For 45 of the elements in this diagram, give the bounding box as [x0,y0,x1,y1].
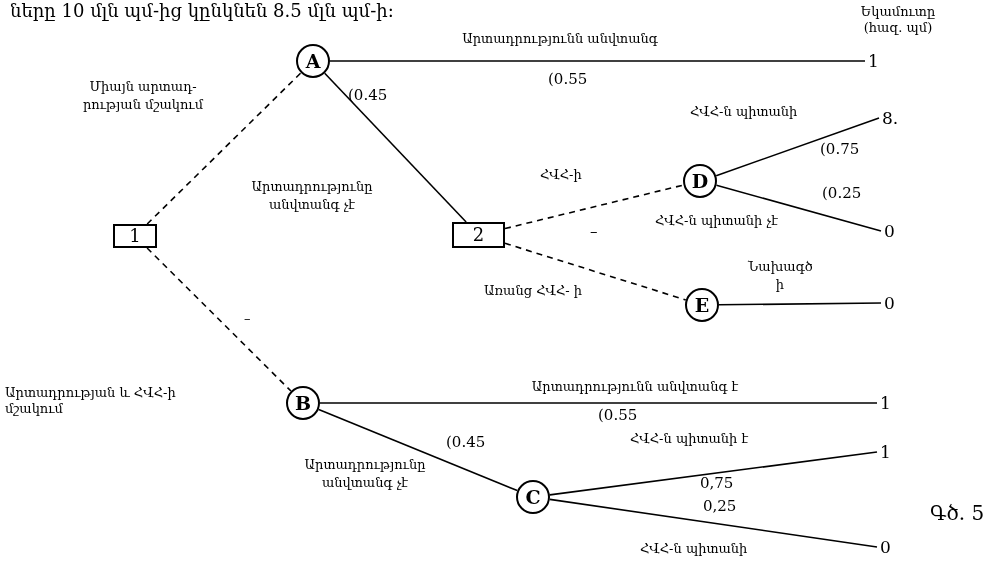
edge-label: Արտադրությունն անվտանգ է [530,378,740,396]
edge-label: ՀՎՀ-ի [540,166,583,184]
dashed-branch-line [146,72,302,225]
edge-label: Առանց ՀՎՀ- ի [482,282,584,300]
decision-node-box: 2 [452,222,505,248]
text-line: ները 10 մլն պմ-ից կընկնեն 8.5 մլն պմ-ի։ [10,0,395,23]
edge-label: Միայն արտադ- րության մշակում [81,78,205,114]
edge-label: Արտադրությունն անվտանգ [461,30,659,48]
dashed-branch-line [504,184,685,230]
edge-label: Նախագծ ի [748,258,812,294]
payoff-value: 1 [868,50,886,72]
payoff-value: 0 [880,536,898,558]
branch-line [549,498,878,548]
payoff-value: 0 [884,220,902,242]
probability-label: (0.75 [820,140,861,159]
edge-label: ՀՎՀ-ն պիտանի է [630,430,750,448]
branch-line [549,451,878,496]
edge-label: ՀՎՀ-ն պիտանի [690,103,799,121]
branch-caption: Արտադրության և ՀՎՀ-ի մշակում [5,385,177,418]
probability-label: (0.45 [446,433,487,452]
branch-line [323,72,467,223]
branch-line [319,402,878,404]
probability-label: (0.55 [598,406,639,425]
branch-line [329,60,866,62]
payoff-value: 1 [880,441,898,463]
edge-label: ՀՎՀ-ն պիտանի չէ [655,212,779,230]
figure-caption: Գծ. 5 [930,500,985,527]
decision-node-box: 1 [113,224,157,248]
edge-label: ՀՎՀ-ն պիտանի [640,540,749,558]
payoff-value: 0 [884,292,902,314]
edge-label: – [244,310,252,328]
probability-label: 0,25 [703,497,738,516]
payoff-value: 1 [880,392,898,414]
probability-label: (0.45 [348,86,389,105]
probability-label: – [590,222,599,241]
probability-label: (0.55 [548,70,589,89]
branch-line [718,302,882,306]
dashed-branch-line [504,242,687,301]
probability-label: 0,75 [700,474,735,493]
payoff-value: 8. [882,107,904,129]
probability-label: (0.25 [822,184,863,203]
column-header: Եկամուտը (հազ. պմ) [859,4,937,37]
edge-label: Արտադրությունը անվտանգ չէ [250,178,374,214]
edge-label: Արտադրությունը անվտանգ չէ [303,456,427,492]
dashed-branch-line [146,247,292,392]
